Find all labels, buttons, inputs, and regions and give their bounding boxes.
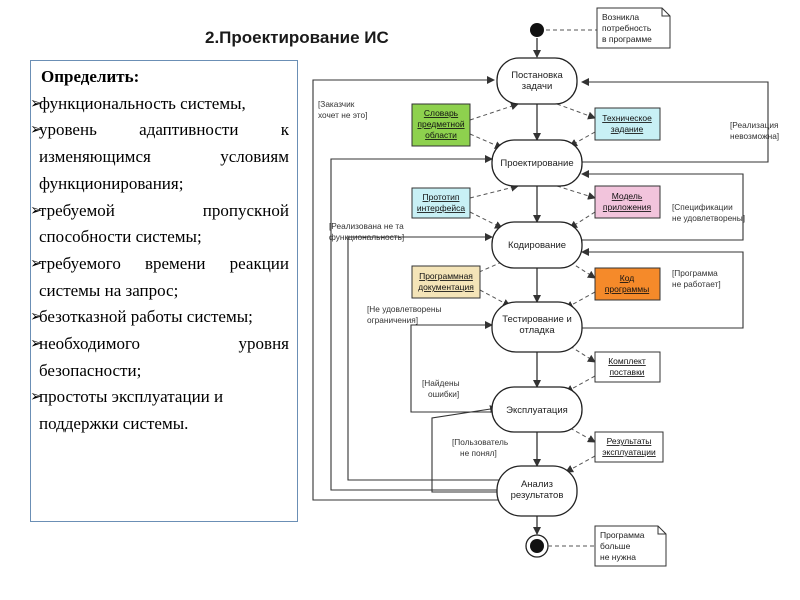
- feedback-loops-right: [581, 78, 769, 329]
- requirement-item: ➢безотказной работы системы;: [30, 304, 289, 331]
- initial-node: [530, 23, 544, 37]
- requirements-heading: Определить:: [41, 67, 140, 86]
- arrow-bullet-icon: ➢: [30, 255, 43, 272]
- slide-title: 2.Проектирование ИС: [205, 28, 389, 47]
- state-label: Проектирование: [500, 158, 573, 169]
- arrow-bullet-icon: ➢: [30, 309, 43, 326]
- state-design: Проектирование: [491, 139, 583, 187]
- feedback-loops-left: [312, 76, 510, 501]
- requirements-box: Определить: ➢функциональность системы, ➢…: [30, 60, 298, 522]
- arrow-bullet-icon: ➢: [30, 389, 43, 406]
- arrow-bullet-icon: ➢: [30, 95, 43, 112]
- requirement-item: ➢необходимого уровня безопасности;: [30, 331, 289, 384]
- requirement-item: ➢уровень адаптивности к изменяющимся усл…: [30, 117, 289, 197]
- requirement-item: ➢требуемой пропускной способности систем…: [30, 198, 289, 251]
- state-operation: Эксплуатация: [491, 386, 583, 433]
- requirement-item: ➢требуемого времени реакции системы на з…: [30, 251, 289, 304]
- requirement-item: ➢функциональность системы,: [30, 91, 289, 118]
- state-coding: Кодирование: [491, 221, 583, 269]
- requirement-item: ➢простоты эксплуатации и поддержки систе…: [30, 384, 289, 437]
- arrow-bullet-icon: ➢: [30, 336, 43, 353]
- arrow-bullet-icon: ➢: [30, 122, 43, 139]
- state-label: Эксплуатация: [506, 405, 568, 416]
- arrow-bullet-icon: ➢: [30, 202, 43, 219]
- state-label: Кодирование: [508, 240, 566, 251]
